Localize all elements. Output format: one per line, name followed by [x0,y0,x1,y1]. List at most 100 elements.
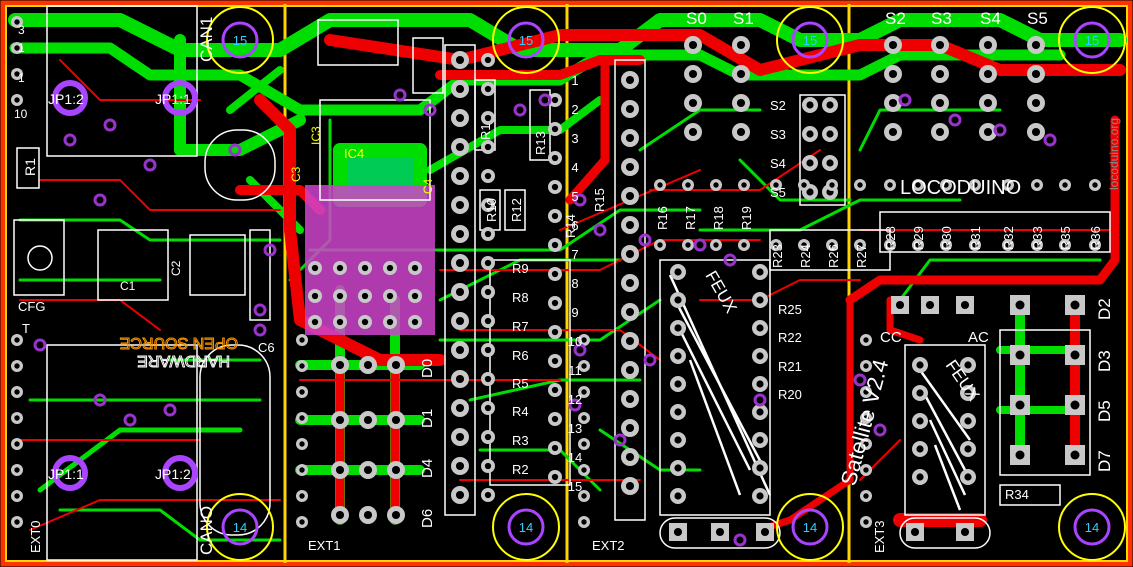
header-pad [621,274,639,292]
ic-pad [383,315,397,329]
edge-pad [860,360,872,372]
feux-pad [670,404,686,420]
can-pin-1: 1 [18,41,25,55]
via [753,393,767,407]
d-pin-pad [359,461,377,479]
header-pad [451,312,469,330]
header-pad [451,109,469,127]
via [263,243,277,257]
edge-pad [296,438,308,450]
servo-pad [684,94,702,112]
servo-pad [732,36,750,54]
ic-pad [358,261,372,275]
jp1-1-bottom-label: JP1:1 [48,466,84,482]
cc-ac-pad [891,296,909,314]
header-pad [451,428,469,446]
resistor-pad [654,239,666,251]
s2-side-label: S2 [770,98,786,113]
r31-label: R31 [968,226,983,250]
s4-label: S4 [980,9,1001,28]
r7-label: R7 [512,319,529,334]
feux-pad [670,264,686,280]
servo-pad [802,97,818,113]
header-pad [621,187,639,205]
edge-pad [11,360,23,372]
servo-pad [1027,123,1045,141]
edge-pad [296,360,308,372]
c4-label: C4 [421,178,435,194]
r17-label: R17 [683,206,698,230]
resistor-pad [854,239,866,251]
output-pad [1010,395,1030,415]
mount-hole-2: 15 [492,6,560,74]
d-pin-pad [331,506,349,524]
resistor-pad [1002,179,1014,191]
header-pad [548,151,562,165]
resistor-pad [710,239,722,251]
mounting-holes: 15 15 15 15 14 14 14 14 [206,6,1126,561]
edge-pad [578,516,590,528]
mount-hole-label: 15 [1085,33,1099,48]
ic-pad [358,289,372,303]
edge-pad [11,412,23,424]
header-pad [481,111,495,125]
feux-pad [752,320,768,336]
header-pad [481,314,495,328]
feux-pad [912,385,928,401]
mount-hole-8: 14 [1058,493,1126,561]
ic-pad [308,315,322,329]
pin-number: 7 [571,247,578,262]
feux-pad [752,460,768,476]
r24-label: R24 [798,244,813,268]
header-pad [621,129,639,147]
r4-label: R4 [512,404,529,419]
c2-label: C2 [169,260,183,276]
ic-pad [408,315,422,329]
feux-pad [912,441,928,457]
bottom-pad [956,523,974,541]
resistor-pad [940,179,952,191]
resistor-pad [1059,179,1071,191]
resistor-pad [770,239,782,251]
r14-label: R14 [563,214,578,238]
ac-label: AC [968,329,989,346]
pin-number: 11 [568,363,582,378]
ic-pad [308,261,322,275]
via [638,233,652,247]
feux-pad [912,469,928,485]
via [723,253,737,267]
jp1-1-top-label: JP1:1 [155,91,191,107]
r5-label: R5 [512,376,529,391]
r32-label: R32 [1001,226,1016,250]
edge-pad [11,16,23,28]
servo-pad [884,36,902,54]
via [163,403,177,417]
edge-pad [860,386,872,398]
feux-pad [670,292,686,308]
servo-pad [802,155,818,171]
servo-pad [802,126,818,142]
output-pad [1010,445,1030,465]
feux-pad [752,292,768,308]
r19-label: R19 [739,206,754,230]
header-pad [451,341,469,359]
header-pad [548,209,562,223]
r20-label: R20 [778,387,802,402]
via [853,373,867,387]
resistor-pad [854,179,866,191]
feux-pad [960,385,976,401]
servo-pad [684,65,702,83]
vias-layer [33,88,1057,547]
mount-hole-7: 14 [776,493,844,561]
mount-hole-label: 15 [233,33,247,48]
resistor-pad [826,179,838,191]
s3-label: S3 [931,9,952,28]
feux-pad [670,348,686,364]
edge-pad [578,386,590,398]
via [103,118,117,132]
s5-side-label: S5 [770,185,786,200]
bottom-pad [756,523,774,541]
via [253,303,267,317]
servo-pad [884,65,902,83]
